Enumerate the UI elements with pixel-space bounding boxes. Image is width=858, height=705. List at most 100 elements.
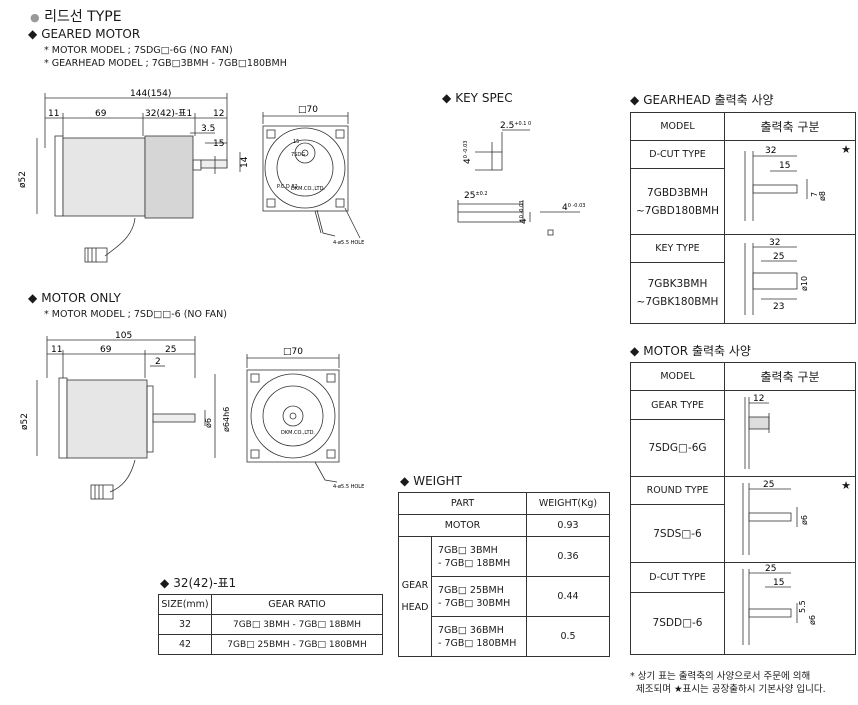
diamond-icon: ◆ bbox=[160, 576, 170, 590]
dim-2: 2 bbox=[155, 357, 161, 367]
footnote-line-2: 제조되며 ★표시는 공장출하시 기본사양 입니다. bbox=[636, 684, 826, 695]
diamond-icon: ◆ bbox=[442, 91, 452, 105]
gearhead-spec-table: MODEL 출력축 구분 D-CUT TYPE 32 15 7 ø8 ★ bbox=[630, 112, 856, 324]
round-type-label: ROUND TYPE bbox=[630, 476, 725, 505]
svg-text:7: 7 bbox=[810, 192, 819, 197]
key-model-to: ~7GBK180BMH bbox=[636, 296, 719, 309]
dim-32: 32(42)-표1 bbox=[145, 109, 192, 119]
svg-text:ø6: ø6 bbox=[808, 615, 817, 625]
dim-dia52: ø52 bbox=[18, 171, 28, 188]
default-star-icon: ★ bbox=[841, 479, 851, 492]
weight-value: 0.44 bbox=[526, 576, 610, 617]
motor-spec-heading: ◆MOTOR 출력축 사양 bbox=[630, 342, 751, 359]
svg-text:15: 15 bbox=[779, 161, 790, 171]
dcut-shaft-drawing: 32 15 7 ø8 ★ bbox=[724, 140, 856, 235]
svg-text:32: 32 bbox=[769, 238, 780, 248]
dim-69: 69 bbox=[95, 109, 107, 119]
motor-only-heading: ◆MOTOR ONLY bbox=[28, 291, 121, 305]
dcut-model-to: ~7GBD180BMH bbox=[635, 204, 720, 217]
page-title-text: 리드선 TYPE bbox=[44, 9, 122, 25]
weight-row-range: 7GB□ 36BMH- 7GB□ 180BMH bbox=[431, 616, 527, 657]
svg-text:5.5: 5.5 bbox=[798, 600, 807, 613]
dim-sq70b: □70 bbox=[283, 347, 303, 357]
dim-3-5: 3.5 bbox=[201, 124, 215, 134]
motor-only-model: * MOTOR MODEL ; 7SD□□-6 (NO FAN) bbox=[44, 309, 227, 320]
dim-105: 105 bbox=[115, 331, 132, 341]
motor-dcut-drawing: 25 15 5.5 ø6 bbox=[724, 562, 856, 655]
key-model-from: 7GBK3BMH bbox=[647, 278, 708, 291]
dcut-models: 7GBD3BMH ~7GBD180BMH bbox=[630, 168, 725, 235]
gearhead-model: * GEARHEAD MODEL ; 7GB□3BMH - 7GB□180BMH bbox=[44, 58, 287, 69]
maker-label-b: DKM.CO.,LTD. bbox=[281, 430, 315, 436]
ratio-range: 7GB□ 25BMH - 7GB□ 180BMH bbox=[211, 634, 383, 655]
key-spec-heading: ◆KEY SPEC bbox=[442, 91, 513, 105]
maker-label: DKM.CO.,LTD. bbox=[291, 186, 325, 192]
geared-motor-drawing: 144(154) 11 69 32(42)-표1 12 3.5 15 ø52 1… bbox=[18, 89, 364, 263]
footnote: * 상기 표는 출력축의 사양으로서 주문에 의해 제조되며 ★표시는 공장출하… bbox=[630, 670, 826, 696]
dim-11b: 11 bbox=[51, 345, 62, 355]
weight-value: 0.36 bbox=[526, 536, 610, 577]
page-title: ● 리드선 TYPE bbox=[30, 6, 122, 26]
weight-row-range: 7GB□ 25BMH- 7GB□ 30BMH bbox=[431, 576, 527, 617]
motor-only-heading-text: MOTOR ONLY bbox=[41, 291, 121, 305]
diamond-icon: ◆ bbox=[28, 27, 38, 41]
svg-text:ø8: ø8 bbox=[818, 191, 827, 201]
weight-value: 0.5 bbox=[526, 616, 610, 657]
hole-label: 4-ø5.5 HOLE bbox=[333, 240, 364, 246]
ratio-heading: ◆32(42)-표1 bbox=[160, 574, 236, 591]
key-type-label: KEY TYPE bbox=[630, 233, 725, 264]
diamond-icon: ◆ bbox=[630, 93, 640, 107]
gearhead-spec-heading: ◆GEARHEAD 출력축 사양 bbox=[630, 91, 774, 108]
col-size: SIZE(mm) bbox=[158, 594, 212, 615]
motor-dcut-model: 7SDD□-6 bbox=[630, 591, 725, 656]
keyspec-k2: 40 -0.03 bbox=[562, 203, 585, 213]
ratio-heading-text: 32(42)-표1 bbox=[173, 576, 237, 590]
col-model: MODEL bbox=[630, 112, 725, 141]
weight-table: PART WEIGHT(Kg) MOTOR 0.93 GEAR HEAD 7GB… bbox=[398, 492, 610, 657]
diamond-icon: ◆ bbox=[28, 291, 38, 305]
motor-spec-heading-text: MOTOR 출력축 사양 bbox=[643, 344, 751, 358]
svg-text:ø10: ø10 bbox=[800, 276, 809, 291]
hole-label-b: 4-ø5.5 HOLE bbox=[333, 484, 364, 490]
weight-heading: ◆WEIGHT bbox=[400, 474, 462, 488]
dim-14: 14 bbox=[240, 156, 250, 168]
dim-sq70: □70 bbox=[298, 105, 318, 115]
footnote-line-1: * 상기 표는 출력축의 사양으로서 주문에 의해 bbox=[630, 671, 811, 682]
gearhead-part: GEAR HEAD bbox=[398, 536, 432, 657]
svg-text:32: 32 bbox=[765, 146, 776, 156]
gear-shaft-drawing: 12 bbox=[724, 390, 856, 477]
motor-spec-table: MODEL 출력축 구분 GEAR TYPE 12 7SDG□-6G ROUND… bbox=[630, 362, 856, 656]
col-spec: 출력축 구분 bbox=[724, 112, 856, 141]
gear-model: 7SDG□-6G bbox=[630, 419, 725, 477]
svg-text:15: 15 bbox=[773, 578, 784, 588]
dim-dia6: ø6 bbox=[204, 418, 213, 428]
dim-dia52b: ø52 bbox=[20, 413, 30, 430]
col-weight: WEIGHT(Kg) bbox=[526, 492, 610, 515]
round-shaft-drawing: 25 ø6 ★ bbox=[724, 476, 856, 563]
svg-text:25: 25 bbox=[763, 480, 774, 490]
title-bullet-icon: ● bbox=[30, 11, 40, 24]
col-model-2: MODEL bbox=[630, 362, 725, 391]
svg-text:25: 25 bbox=[765, 564, 776, 574]
keyspec-k: 40 -0.03 bbox=[519, 201, 529, 224]
motor-dcut-label: D-CUT TYPE bbox=[630, 562, 725, 593]
dim-25: 25 bbox=[165, 345, 176, 355]
motor-only-drawing: 105 11 69 25 2 ø52 ø6 ø64h6 □70 DKM.CO.,… bbox=[20, 331, 364, 500]
geared-heading-text: GEARED MOTOR bbox=[41, 27, 141, 41]
dim-69b: 69 bbox=[100, 345, 112, 355]
weight-heading-text: WEIGHT bbox=[413, 474, 462, 488]
dim-11: 11 bbox=[48, 109, 59, 119]
r15-label: 15 bbox=[293, 139, 299, 145]
keyspec-w: 2.5+0.1 0 bbox=[500, 121, 531, 131]
diamond-icon: ◆ bbox=[630, 344, 640, 358]
round-model: 7SDS□-6 bbox=[630, 504, 725, 563]
diamond-icon: ◆ bbox=[400, 474, 410, 488]
dim-12: 12 bbox=[213, 109, 224, 119]
dim-15: 15 bbox=[213, 139, 224, 149]
keyspec-l: 25±0.2 bbox=[464, 191, 488, 201]
svg-text:23: 23 bbox=[773, 302, 784, 312]
keyspec-h: 40 -0.03 bbox=[463, 141, 473, 164]
default-star-icon: ★ bbox=[841, 143, 851, 156]
key-models: 7GBK3BMH ~7GBK180BMH bbox=[630, 262, 725, 324]
svg-text:25: 25 bbox=[773, 252, 784, 262]
